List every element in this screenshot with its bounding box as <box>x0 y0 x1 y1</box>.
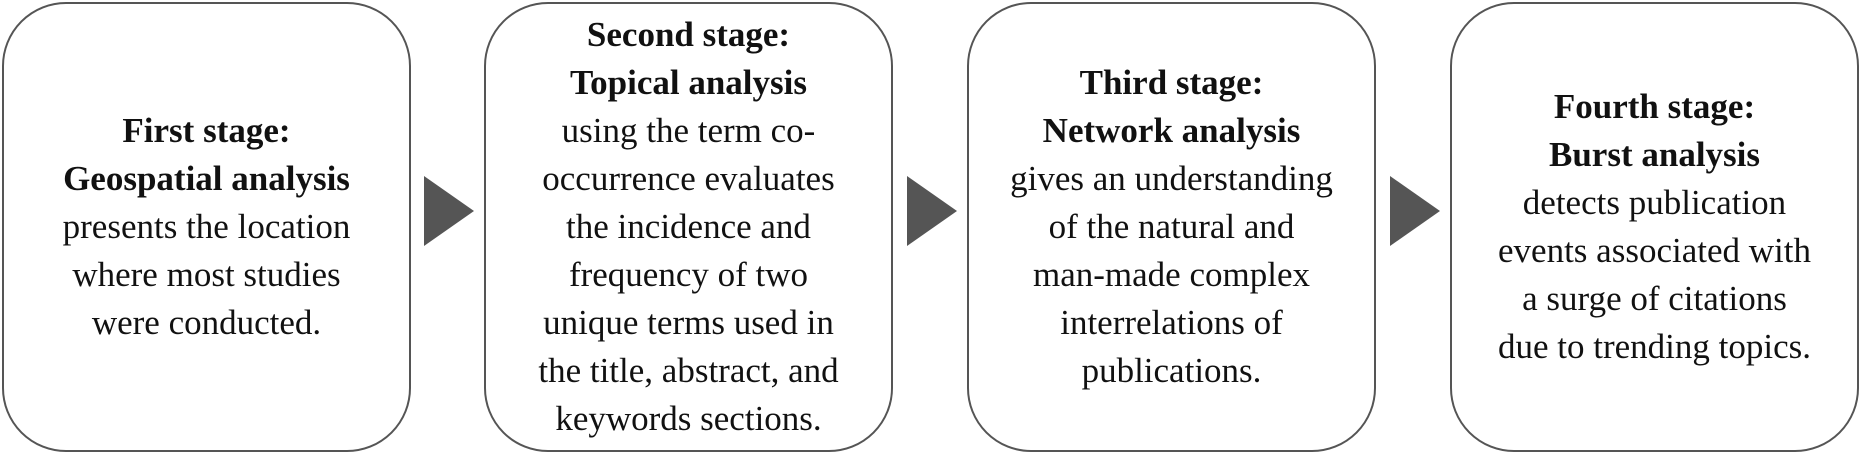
stage-2-line-1: using the term co- <box>561 111 816 150</box>
stage-4-line-3: a surge of citations <box>1522 279 1787 318</box>
stage-1-heading: First stage: <box>122 111 291 150</box>
stage-1-line-3: were conducted. <box>91 303 322 342</box>
stage-2-subheading: Topical analysis <box>570 63 807 102</box>
stage-1-line-2: where most studies <box>72 255 341 294</box>
triangle-right-icon <box>1390 176 1440 246</box>
stage-2-line-7: keywords sections. <box>555 399 822 438</box>
stage-1-line-1: presents the location <box>62 207 351 246</box>
stage-3-heading: Third stage: <box>1079 63 1264 102</box>
stage-box-4: Fourth stage: Burst analysis detects pub… <box>1450 2 1859 452</box>
stage-3-line-4: interrelations of <box>1060 303 1283 342</box>
stage-3-line-5: publications. <box>1081 351 1262 390</box>
stage-3-line-1: gives an understanding <box>1010 159 1333 198</box>
stage-2-line-3: the incidence and <box>566 207 811 246</box>
stage-4-line-2: events associated with <box>1498 231 1811 270</box>
stage-box-2: Second stage: Topical analysis using the… <box>484 2 893 452</box>
stage-4-line-4: due to trending topics. <box>1497 327 1811 366</box>
stage-2-line-6: the title, abstract, and <box>538 351 839 390</box>
triangle-right-icon <box>907 176 957 246</box>
stage-4-heading: Fourth stage: <box>1553 87 1756 126</box>
stage-2-heading: Second stage: <box>586 15 791 54</box>
stage-1-subheading: Geospatial analysis <box>63 159 350 198</box>
stage-2-line-5: unique terms used in <box>543 303 834 342</box>
stage-3-line-2: of the natural and <box>1048 207 1295 246</box>
stage-3-line-3: man-made complex <box>1033 255 1310 294</box>
stage-box-3: Third stage: Network analysis gives an u… <box>967 2 1376 452</box>
stage-2-line-4: frequency of two <box>568 255 809 294</box>
stage-2-line-2: occurrence evaluates <box>542 159 835 198</box>
triangle-right-icon <box>424 176 474 246</box>
stage-box-1: First stage: Geospatial analysis present… <box>2 2 411 452</box>
stage-3-subheading: Network analysis <box>1042 111 1301 150</box>
stage-4-line-1: detects publication <box>1522 183 1787 222</box>
stage-4-subheading: Burst analysis <box>1548 135 1761 174</box>
